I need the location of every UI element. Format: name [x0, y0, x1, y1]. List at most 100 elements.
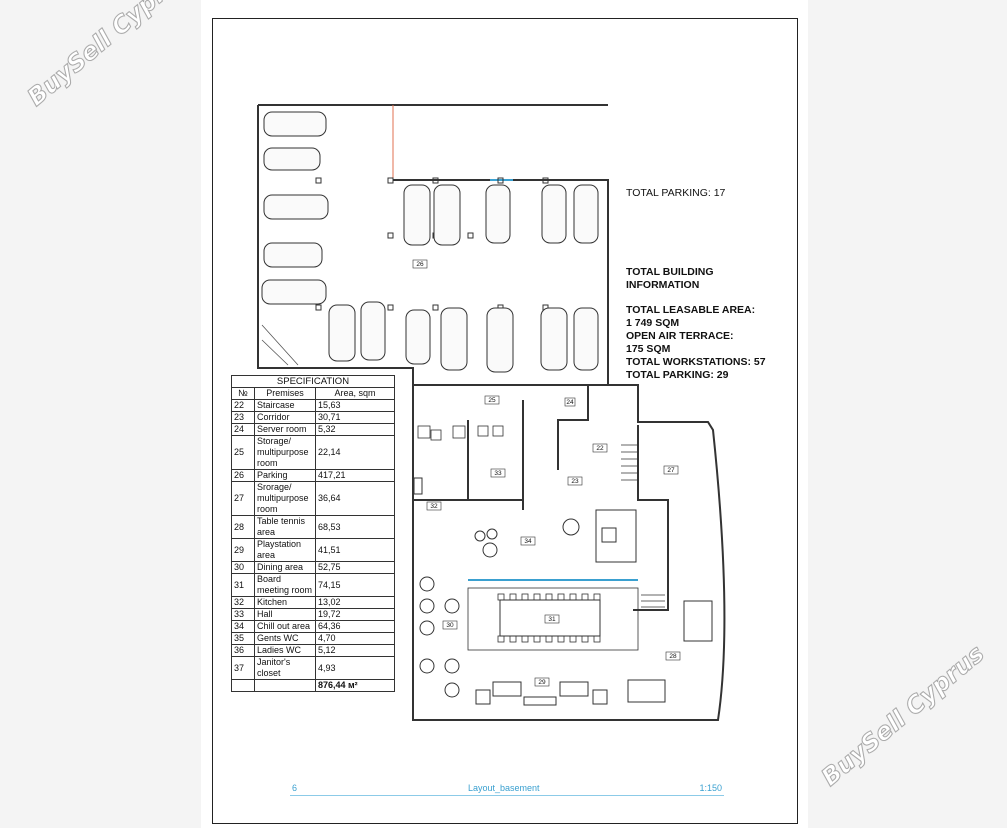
footer-scale: 1:150 — [699, 783, 722, 793]
spec-cell-no: 37 — [231, 656, 255, 680]
building-info-heading-2: INFORMATION — [626, 279, 700, 291]
spec-cell-area: 68,53 — [315, 515, 395, 539]
basement-outline — [412, 384, 726, 721]
spec-cell-area: 5,12 — [315, 644, 395, 657]
spec-cell-name: Chill out area — [254, 620, 316, 633]
spec-cell-name: Hall — [254, 608, 316, 621]
spec-header-premises: Premises — [254, 387, 316, 400]
spec-cell-name: Playstation area — [254, 538, 316, 562]
watermark-bottom: BuySell Cyprus — [816, 639, 991, 792]
spec-cell-no: 30 — [231, 561, 255, 574]
spec-cell-area: 41,51 — [315, 538, 395, 562]
spec-cell-name: Kitchen — [254, 596, 316, 609]
spec-cell-no: 36 — [231, 644, 255, 657]
spec-cell-no: 27 — [231, 481, 255, 516]
room-label-29: 29 — [538, 679, 546, 686]
spec-cell-no: 29 — [231, 538, 255, 562]
inner-wall — [413, 385, 669, 611]
spec-cell-no: 26 — [231, 469, 255, 482]
spec-cell-no: 35 — [231, 632, 255, 645]
spec-cell-name: Board meeting room — [254, 573, 316, 597]
spec-total-blank — [254, 679, 316, 692]
watermark-top: BuySell Cyprus — [22, 0, 197, 112]
spec-cell-no: 31 — [231, 573, 255, 597]
spec-cell-no: 25 — [231, 435, 255, 470]
room-label-32: 32 — [430, 503, 438, 510]
spec-cell-name: Table tennis area — [254, 515, 316, 539]
spec-cell-name: Staircase — [254, 399, 316, 412]
spec-cell-area: 30,71 — [315, 411, 395, 424]
spec-cell-no: 28 — [231, 515, 255, 539]
terrace-label: OPEN AIR TERRACE: — [626, 330, 734, 342]
spec-cell-area: 5,32 — [315, 423, 395, 436]
spec-cell-no: 33 — [231, 608, 255, 621]
spec-cell-area: 64,36 — [315, 620, 395, 633]
spec-total-blank — [231, 679, 255, 692]
sheet-footer: 6 Layout_basement 1:150 — [290, 783, 724, 796]
spec-cell-area: 36,64 — [315, 481, 395, 516]
spec-cell-area: 52,75 — [315, 561, 395, 574]
total-workstations: TOTAL WORKSTATIONS: 57 — [626, 356, 766, 368]
spec-cell-no: 24 — [231, 423, 255, 436]
room-label-22: 22 — [596, 445, 604, 452]
spec-cell-name: Ladies WC — [254, 644, 316, 657]
room-label-23: 23 — [571, 478, 579, 485]
spec-cell-area: 74,15 — [315, 573, 395, 597]
spec-cell-area: 4,70 — [315, 632, 395, 645]
room-label-30: 30 — [446, 622, 454, 629]
room-label-28: 28 — [669, 653, 677, 660]
spec-title: SPECIFICATION — [231, 375, 395, 388]
spec-cell-area: 13,02 — [315, 596, 395, 609]
spec-cell-no: 34 — [231, 620, 255, 633]
spec-cell-name: Gents WC — [254, 632, 316, 645]
spec-cell-no: 32 — [231, 596, 255, 609]
spec-header-area: Area, sqm — [315, 387, 395, 400]
total-parking-top: TOTAL PARKING: 17 — [626, 187, 726, 199]
spec-cell-area: 417,21 — [315, 469, 395, 482]
leasable-area-value: 1 749 SQM — [626, 317, 680, 329]
room-label-34: 34 — [524, 538, 532, 545]
total-parking: TOTAL PARKING: 29 — [626, 369, 729, 381]
spec-cell-name: Janitor's closet — [254, 656, 316, 680]
spec-cell-area: 4,93 — [315, 656, 395, 680]
spec-header-no: № — [231, 387, 255, 400]
drawing-frame — [212, 18, 798, 824]
room-label-25: 25 — [488, 397, 496, 404]
spec-cell-area: 15,63 — [315, 399, 395, 412]
room-label-24: 24 — [566, 399, 574, 406]
spec-cell-name: Storage/ multipurpose room — [254, 435, 316, 470]
room-label-26: 26 — [416, 261, 424, 268]
spec-cell-no: 22 — [231, 399, 255, 412]
spec-cell-area: 22,14 — [315, 435, 395, 470]
spec-cell-name: Parking — [254, 469, 316, 482]
terrace-value: 175 SQM — [626, 343, 671, 355]
spec-cell-name: Srorage/ multipurpose room — [254, 481, 316, 516]
room-label-31: 31 — [548, 616, 556, 623]
floor-plan: 26 25 24 22 23 33 32 27 34 30 31 28 29 — [257, 104, 726, 721]
building-info-heading-1: TOTAL BUILDING — [626, 266, 714, 278]
footer-page-number: 6 — [292, 783, 298, 793]
room-label-27: 27 — [667, 467, 675, 474]
room-label-33: 33 — [494, 470, 502, 477]
spec-total: 876,44 м² — [315, 679, 395, 692]
footer-title: Layout_basement — [468, 783, 540, 793]
spec-cell-no: 23 — [231, 411, 255, 424]
spec-cell-name: Corridor — [254, 411, 316, 424]
